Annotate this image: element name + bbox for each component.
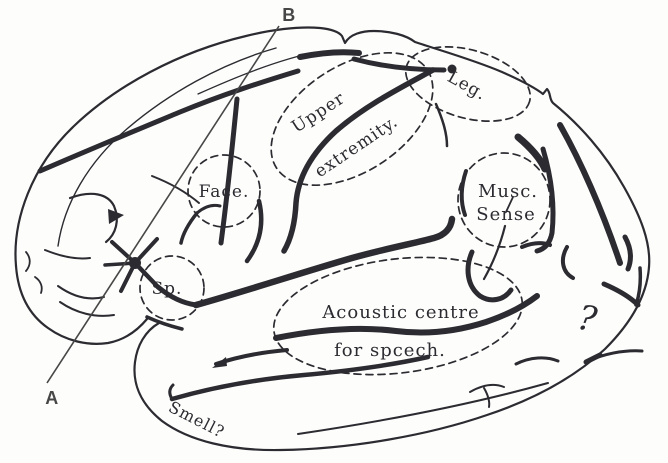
occipitotemporal-wavy xyxy=(514,356,560,366)
sylvian-entry-dart xyxy=(145,315,184,331)
muscular-sense-label-line1: Musc. xyxy=(478,181,538,202)
central-sulcus xyxy=(281,67,436,254)
star-arm-1 xyxy=(110,240,137,265)
middle-temporal-sulcus xyxy=(169,354,431,402)
frontal-curve-1 xyxy=(44,249,91,260)
star-arm-5 xyxy=(133,237,159,265)
supramarginal-hook xyxy=(465,249,514,303)
temporal-stroke-left xyxy=(214,348,289,366)
upper-extremity-region-outline xyxy=(270,51,434,187)
precentral-inferior-sulcus xyxy=(218,96,240,246)
musc-descending-line xyxy=(482,224,507,281)
musc-pointer xyxy=(505,196,514,213)
occipital-hook xyxy=(560,245,575,280)
outline-occipital-bottom xyxy=(133,265,651,452)
orbital-curve xyxy=(59,301,115,317)
star-arm-3 xyxy=(119,261,137,293)
sulcal-star-junction xyxy=(103,237,161,293)
small-y-branch-b xyxy=(483,387,491,408)
star-arm-4 xyxy=(132,260,161,290)
outline-top xyxy=(14,26,651,269)
speech-motor-region-outline xyxy=(139,255,205,321)
muscular-sense-region-outline xyxy=(457,152,551,248)
musc-top-dart xyxy=(514,133,549,173)
functional-region-outlines xyxy=(139,46,551,376)
top-bar-sulcus xyxy=(297,49,362,60)
musc-right-sulcus xyxy=(534,146,556,254)
muscular-sense-label-line2: Sense xyxy=(476,204,535,225)
inferior-temporal-sulcus xyxy=(297,382,549,435)
marker-b-label: B xyxy=(282,5,296,25)
frontal-tick-2 xyxy=(34,276,43,294)
angular-stroke xyxy=(520,241,552,249)
upper-extremity-label-line2: extremity. xyxy=(311,112,402,182)
sulci xyxy=(25,49,644,435)
precentral-mid-sulcus xyxy=(244,198,264,264)
marker-a-label: A xyxy=(45,388,59,408)
small-y-branch-a xyxy=(469,383,505,393)
star-arm-2 xyxy=(103,261,137,267)
ab-reference-line xyxy=(46,25,280,384)
superior-temporal-sulcus xyxy=(273,293,540,341)
middle-temporal-hook xyxy=(168,383,175,401)
occipitotemporal-taper xyxy=(583,352,603,365)
leg-region-outline xyxy=(404,46,532,122)
inferior-frontal-branch xyxy=(179,211,199,245)
superior-frontal-sulcus xyxy=(37,68,301,174)
acoustic-region-outline xyxy=(272,256,524,376)
speech-motor-label: Sp. xyxy=(152,279,183,299)
smell-label: Smell? xyxy=(166,397,228,441)
acoustic-label-line2: for spcech. xyxy=(334,340,446,361)
frontal-hook-arrowhead xyxy=(108,209,124,224)
frontal-tick-1 xyxy=(25,251,31,272)
outline-inner-rim xyxy=(57,47,277,247)
frontal-thin-to-face xyxy=(151,175,200,204)
face-label: Face. xyxy=(199,182,250,202)
inferior-frontal-branch-2 xyxy=(195,203,222,215)
question-area-dart-1 xyxy=(601,281,641,308)
temporal-stroke-arrowhead xyxy=(212,357,227,368)
leg-label: Leg. xyxy=(444,67,490,105)
question-area-dart-2 xyxy=(634,266,643,307)
sylvian-fissure xyxy=(192,215,456,309)
ab-reference-line-group: B A xyxy=(45,5,296,408)
face-region-outline xyxy=(187,154,261,228)
uncertain-area-question-mark: ? xyxy=(575,298,601,341)
parieto-occipital-sulcus xyxy=(557,122,623,266)
sulcus-junction-blob xyxy=(447,64,457,74)
sylvian-anterior-limb xyxy=(155,284,199,308)
frontal-hook-sulcus xyxy=(68,192,118,244)
frontal-curve-2 xyxy=(57,285,105,300)
acoustic-label-line1: Acoustic centre xyxy=(321,302,479,323)
occipital-dart xyxy=(622,234,633,272)
